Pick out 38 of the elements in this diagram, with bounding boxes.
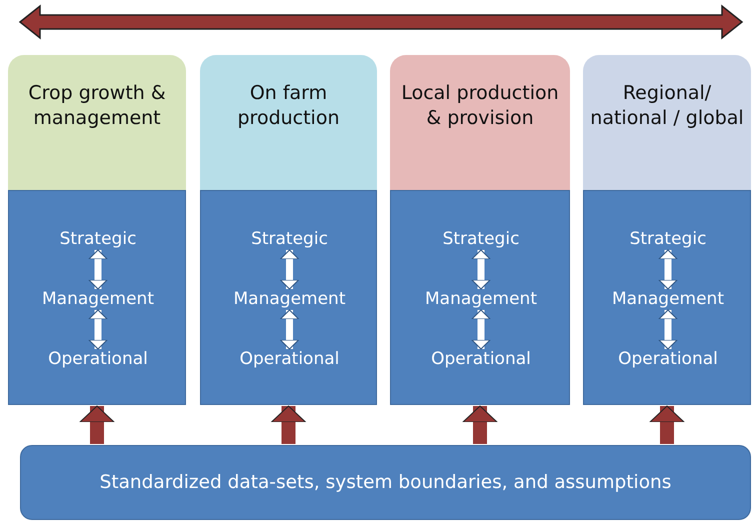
double-arrow (280, 250, 299, 290)
level-panel (583, 190, 751, 405)
category-header (390, 55, 570, 191)
level-label: Management (612, 291, 724, 308)
level-label: Strategic (60, 231, 136, 248)
header-text: Crop growth & management (27, 81, 167, 131)
level-label: Operational (240, 351, 340, 368)
double-arrow (280, 310, 299, 350)
block-arrow (462, 406, 498, 444)
foundation-bar (20, 445, 751, 520)
level-label: Management (42, 291, 154, 308)
level-label: Strategic (442, 231, 520, 248)
bar-text: Standardized data-sets, system boundaries, and assumptions (100, 472, 672, 493)
level-label: Strategic (630, 231, 706, 248)
level-panel (200, 190, 377, 405)
header-text: Local production & provision (400, 81, 560, 131)
category-header (8, 55, 186, 191)
level-label: Strategic (251, 231, 328, 248)
block-arrow (80, 406, 114, 444)
header-text: On farm production (236, 81, 341, 131)
category-header (583, 55, 751, 191)
level-label: Operational (48, 351, 148, 368)
double-arrow (472, 310, 490, 350)
category-header (200, 55, 377, 191)
block-arrow (650, 406, 684, 444)
level-panel (390, 190, 570, 405)
header-text: Regional/ national / global (589, 81, 745, 131)
block-arrow (271, 406, 306, 444)
level-label: Management (425, 291, 537, 308)
level-label: Operational (618, 351, 718, 368)
level-panel (8, 190, 186, 405)
double-arrow (88, 250, 108, 290)
level-label: Management (234, 291, 346, 308)
double-arrow (88, 310, 108, 350)
level-label: Operational (431, 351, 531, 368)
double-arrow (658, 310, 678, 350)
double-arrow (472, 250, 490, 290)
double-arrow (658, 250, 678, 290)
